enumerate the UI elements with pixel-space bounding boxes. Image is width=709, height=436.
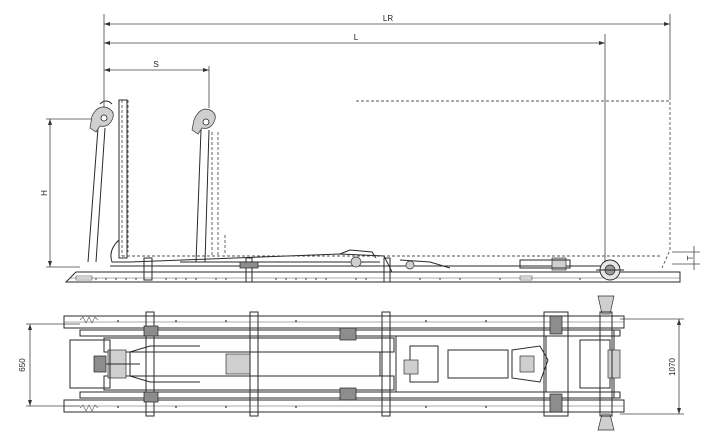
inner-arm	[103, 337, 395, 391]
frame-holes	[95, 278, 581, 280]
dim-1070-label: 1070	[668, 358, 677, 376]
hook-arm-rear	[87, 99, 130, 263]
side-view: LR L S H	[40, 14, 700, 283]
dimension-width-rear: 1070	[620, 318, 684, 415]
top-view: 650 1070	[18, 295, 684, 431]
dimension-s: S	[104, 60, 210, 108]
front-section	[395, 295, 621, 431]
dim-t-label: T	[686, 255, 695, 260]
cross-members	[143, 311, 391, 417]
top-view-bolts	[117, 320, 487, 408]
hook-arm-front	[191, 108, 216, 263]
dimension-l: L	[104, 33, 606, 270]
dim-lr-label: LR	[383, 14, 393, 23]
subframe-side	[64, 249, 681, 283]
dim-h-label: H	[40, 190, 49, 196]
dim-650-label: 650	[18, 358, 27, 372]
dimension-lr: LR	[103, 14, 671, 110]
dimension-h: H	[40, 118, 104, 268]
dim-l-label: L	[354, 33, 359, 42]
dimension-t: T	[672, 246, 700, 270]
dimension-width-front: 650	[18, 323, 80, 407]
dim-s-label: S	[153, 60, 158, 69]
springs	[79, 316, 99, 412]
rear-hook-assembly	[69, 339, 140, 389]
